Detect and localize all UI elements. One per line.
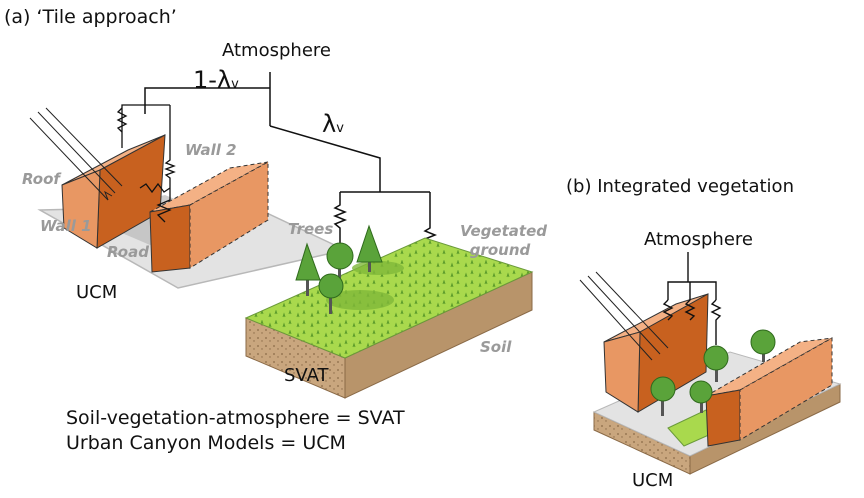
panel-b-title: (b) Integrated vegetation: [566, 176, 794, 197]
tree-round-b1: [650, 376, 676, 416]
tree-round-1: [326, 242, 354, 290]
tree-round-b4: [750, 329, 776, 362]
atmosphere-label-a: Atmosphere: [222, 40, 331, 61]
svat-block-a: [244, 224, 534, 399]
wall1-side-b: [603, 331, 641, 413]
left-fraction: 1-λv: [193, 66, 239, 94]
road-label: Road: [107, 243, 149, 261]
atmosphere-wires-a: [144, 72, 438, 305]
integrated-block-b: [579, 252, 842, 475]
legend-ucm: Urban Canyon Models = UCM: [66, 432, 346, 454]
left-fraction-text: 1-λ: [193, 66, 232, 94]
wall1-label: Wall 1: [40, 217, 92, 235]
left-fraction-subscript: v: [231, 77, 239, 92]
right-fraction-subscript: v: [336, 121, 344, 136]
ucm-label-b: UCM: [632, 470, 674, 491]
soil-label: Soil: [480, 338, 512, 356]
tree-conifer-1: [295, 242, 321, 296]
wall2-face-b: [739, 337, 833, 441]
trees-label: Trees: [288, 220, 334, 238]
svat-label: SVAT: [284, 365, 329, 386]
tree-shadow-2: [352, 261, 404, 275]
tree-conifer-2: [356, 224, 383, 272]
legend-svat: Soil-vegetation-atmosphere = SVAT: [66, 407, 405, 429]
tree-round-b3: [703, 345, 729, 382]
wall2-label: Wall 2: [185, 141, 237, 159]
tree-shadow: [326, 290, 394, 310]
roof-label: Roof: [22, 170, 60, 188]
right-fraction-text: λ: [322, 110, 337, 138]
vegetated-ground-label: Vegetated ground: [460, 222, 547, 259]
radiation-rays-b: [579, 271, 669, 361]
tree-round-b2: [689, 380, 713, 413]
wall1-side-a: [61, 169, 101, 249]
atmosphere-wires-b: [662, 252, 722, 345]
atmosphere-label-b: Atmosphere: [644, 229, 753, 250]
right-fraction: λv: [322, 110, 344, 138]
ucm-resistances-a: [116, 104, 176, 223]
wall2-a: [149, 204, 191, 273]
radiation-rays-a: [29, 107, 123, 201]
tree-round-2: [318, 273, 344, 314]
ucm-canyon-a: [29, 104, 348, 289]
panel-a-title: (a) ‘Tile approach’: [4, 6, 177, 28]
wall2-face-a: [189, 161, 269, 269]
ucm-label-a: UCM: [76, 282, 118, 303]
wall2-b: [705, 389, 741, 447]
